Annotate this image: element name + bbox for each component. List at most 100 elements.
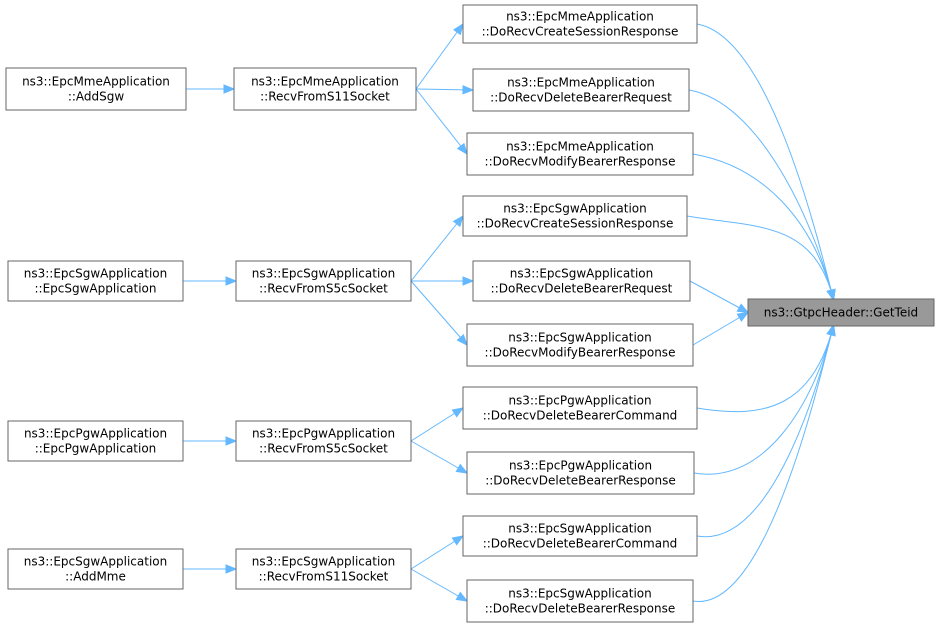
node-label: ns3::EpcPgwApplication [508, 394, 651, 408]
caller-node[interactable]: ns3::EpcPgwApplication::DoRecvDeleteBear… [466, 451, 695, 495]
arrowhead-icon [225, 436, 238, 446]
edge-line [689, 280, 749, 313]
node-label: ::DoRecvModifyBearerResponse [485, 155, 676, 169]
arrowhead-icon [462, 276, 475, 286]
edge-line [693, 324, 835, 475]
edge-line [410, 440, 468, 474]
edge-line [410, 568, 468, 602]
caller-node[interactable]: ns3::EpcMmeApplication::AddSgw [5, 67, 187, 111]
caller-node[interactable]: ns3::EpcPgwApplication::DoRecvDeleteBear… [462, 386, 698, 430]
edge-line [696, 324, 835, 538]
focus-node[interactable]: ns3::GtpcHeader::GetTeid [747, 298, 935, 327]
caller-node[interactable]: ns3::EpcPgwApplication::EpcPgwApplicatio… [7, 420, 184, 462]
call-edge [410, 568, 469, 602]
call-edge [415, 22, 464, 90]
edge-line [415, 88, 468, 155]
arrowhead-icon [455, 591, 469, 602]
node-box [235, 260, 412, 302]
caller-node[interactable]: ns3::EpcMmeApplication::RecvFromS11Socke… [233, 67, 417, 111]
node-box [472, 68, 690, 112]
node-label: ::AddMme [65, 570, 126, 584]
arrowhead-icon [451, 407, 465, 418]
caller-node[interactable]: ns3::EpcSgwApplication::DoRecvDeleteBear… [472, 260, 691, 302]
call-edge [686, 215, 836, 302]
arrowhead-icon [826, 288, 836, 302]
node-label: ::AddSgw [68, 90, 125, 104]
call-edge [183, 436, 238, 446]
arrowhead-icon [456, 333, 468, 347]
node-box [235, 420, 412, 462]
call-edge [689, 280, 750, 314]
node-label: ::RecvFromS5cSocket [259, 442, 388, 456]
edge-line [696, 324, 835, 413]
caller-node[interactable]: ns3::EpcSgwApplication::EpcSgwApplicatio… [7, 260, 184, 302]
edge-line [696, 23, 835, 301]
caller-node[interactable]: ns3::EpcPgwApplication::RecvFromS5cSocke… [235, 420, 412, 462]
arrowhead-icon [223, 84, 236, 94]
arrowhead-icon [736, 303, 750, 314]
node-box [233, 67, 417, 111]
node-label: ::DoRecvModifyBearerResponse [485, 346, 676, 360]
edge-line [410, 215, 464, 282]
node-label: ns3::EpcPgwApplication [509, 459, 652, 473]
arrowhead-icon [225, 276, 238, 286]
call-edge [411, 276, 475, 286]
node-label: ns3::EpcMmeApplication [251, 75, 399, 89]
call-edge [688, 89, 836, 302]
arrowhead-icon [453, 22, 464, 36]
call-edge [410, 407, 465, 442]
node-label: ns3::EpcMmeApplication [506, 140, 654, 154]
edge-line [415, 23, 464, 90]
node-label: ::DoRecvDeleteBearerRequest [491, 282, 673, 296]
node-label: ::DoRecvCreateSessionResponse [477, 217, 674, 231]
node-box [7, 260, 184, 302]
caller-node[interactable]: ns3::EpcSgwApplication::AddMme [7, 548, 184, 590]
arrowhead-icon [462, 85, 475, 95]
call-edge [186, 84, 236, 94]
node-label: ns3::EpcSgwApplication [510, 267, 653, 281]
edge-line [686, 215, 835, 301]
arrowhead-icon [736, 311, 750, 322]
node-label: ns3::EpcSgwApplication [252, 555, 395, 569]
caller-node[interactable]: ns3::EpcSgwApplication::DoRecvDeleteBear… [466, 579, 694, 623]
node-box [5, 67, 187, 111]
node-box [747, 298, 935, 327]
node-label: ns3::GtpcHeader::GetTeid [764, 306, 918, 320]
call-edge [415, 88, 468, 156]
arrowhead-icon [826, 323, 836, 337]
caller-node[interactable]: ns3::EpcSgwApplication::DoRecvModifyBear… [466, 323, 694, 367]
node-label: ::DoRecvCreateSessionResponse [482, 25, 679, 39]
caller-node[interactable]: ns3::EpcMmeApplication::DoRecvDeleteBear… [472, 68, 690, 112]
node-label: ns3::EpcSgwApplication [24, 555, 167, 569]
node-label: ns3::EpcSgwApplication [24, 267, 167, 281]
call-edge [696, 323, 836, 538]
node-label: ns3::EpcMmeApplication [506, 10, 654, 24]
call-edge [183, 276, 238, 286]
caller-node[interactable]: ns3::EpcSgwApplication::RecvFromS5cSocke… [235, 260, 412, 302]
node-box [466, 579, 694, 623]
call-edge [692, 323, 836, 602]
node-label: ns3::EpcSgwApplication [508, 331, 651, 345]
call-edge [692, 311, 750, 346]
node-label: ns3::EpcMmeApplication [22, 75, 170, 89]
edge-line [410, 280, 468, 346]
node-box [462, 386, 698, 430]
node-box [7, 420, 184, 462]
caller-node[interactable]: ns3::EpcMmeApplication::DoRecvModifyBear… [466, 132, 694, 176]
call-edge [410, 280, 468, 347]
caller-node[interactable]: ns3::EpcMmeApplication::DoRecvCreateSess… [462, 4, 698, 44]
call-edge [183, 564, 238, 574]
call-edges [183, 22, 836, 602]
node-box [462, 515, 698, 557]
node-label: ::RecvFromS5cSocket [259, 282, 388, 296]
node-label: ::RecvFromS11Socket [259, 570, 389, 584]
caller-node[interactable]: ns3::EpcSgwApplication::DoRecvCreateSess… [462, 195, 688, 237]
caller-node[interactable]: ns3::EpcSgwApplication::RecvFromS11Socke… [235, 548, 412, 590]
arrowhead-icon [455, 463, 469, 474]
node-label: ns3::EpcSgwApplication [508, 587, 651, 601]
node-label: ::EpcSgwApplication [35, 282, 157, 296]
node-label: ns3::EpcPgwApplication [252, 427, 395, 441]
edge-line [688, 89, 835, 301]
caller-node[interactable]: ns3::EpcSgwApplication::DoRecvDeleteBear… [462, 515, 698, 557]
